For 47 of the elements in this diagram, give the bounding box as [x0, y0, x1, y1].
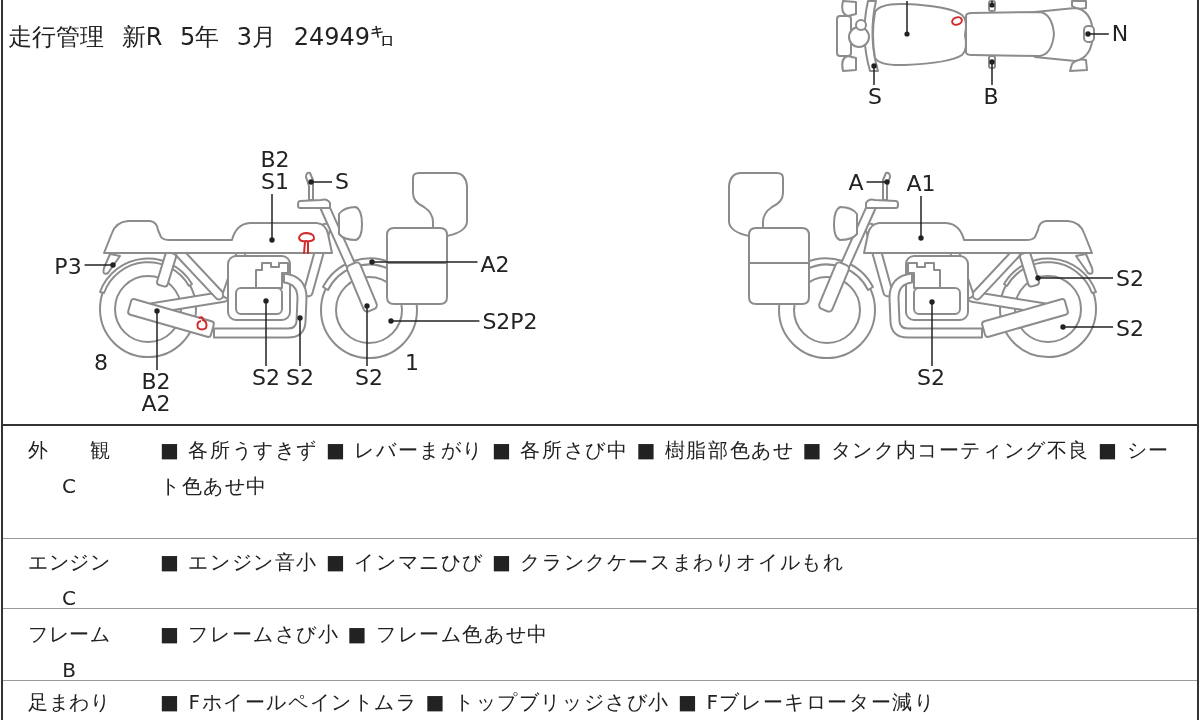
callout-number: 1 [405, 352, 419, 374]
callout-label: A [848, 172, 864, 194]
remarks-text: ■ Fホイールペイントムラ ■ トップブリッジさび小 ■ Fブレーキローター減り [160, 689, 937, 716]
leader-line [1035, 275, 1114, 281]
leader-line [308, 179, 333, 185]
leader-line [263, 298, 269, 367]
grade-label: C [61, 585, 77, 612]
leader-line [154, 308, 160, 371]
remarks-text: ■ フレームさび小 ■ フレーム色あせ中 [160, 621, 550, 648]
remarks-text: ■ エンジン音小 ■ インマニひび ■ クランクケースまわりオイルもれ [160, 549, 846, 576]
leader-line [865, 179, 890, 185]
callout-label: S2 [1116, 268, 1144, 290]
callout-label: N [1111, 23, 1129, 45]
leader-line [83, 262, 116, 268]
mileage-record-text: 走行管理 新R 5年 3月 24949㌔ [8, 23, 395, 51]
callout-label: S2 [1116, 318, 1144, 340]
callout-label: S2 [252, 367, 280, 389]
category-label: 足まわり [28, 689, 110, 716]
callout-label: P3 [54, 256, 82, 278]
callout-label: A2 [480, 254, 510, 276]
callout-label: B2 A2 [141, 371, 171, 415]
leader-line [929, 299, 935, 367]
category-label: エンジン [28, 549, 110, 576]
grade-label: C [61, 473, 77, 500]
leader-line [369, 259, 479, 265]
leader-line [269, 193, 275, 243]
leader-line [871, 63, 877, 86]
callout-label: B [983, 86, 999, 108]
callout-label: A1 [906, 173, 936, 195]
leader-line [1085, 31, 1110, 37]
leader-line [1060, 324, 1114, 330]
callout-label: S [335, 171, 349, 193]
callout-label: S [868, 86, 882, 108]
category-label: 外 観 [28, 437, 110, 464]
leader-line [297, 315, 303, 367]
callout-number: 8 [94, 352, 108, 374]
grade-label: B [61, 657, 77, 684]
callout-label: S2 [286, 367, 314, 389]
category-label: フレーム [28, 621, 110, 648]
leader-line [918, 195, 924, 241]
callout-label: S2 [355, 367, 383, 389]
leader-line [388, 318, 481, 324]
leader-line [989, 59, 995, 86]
remarks-text: ■ 各所うすきず ■ レバーまがり ■ 各所さび中 ■ 樹脂部色あせ ■ タンク内コーティング不良 ■ シート色あせ中 [160, 437, 1171, 500]
callout-label: S2P2 [482, 311, 538, 333]
callout-label: B2 S1 [260, 149, 290, 193]
callout-label: S2 [917, 367, 945, 389]
